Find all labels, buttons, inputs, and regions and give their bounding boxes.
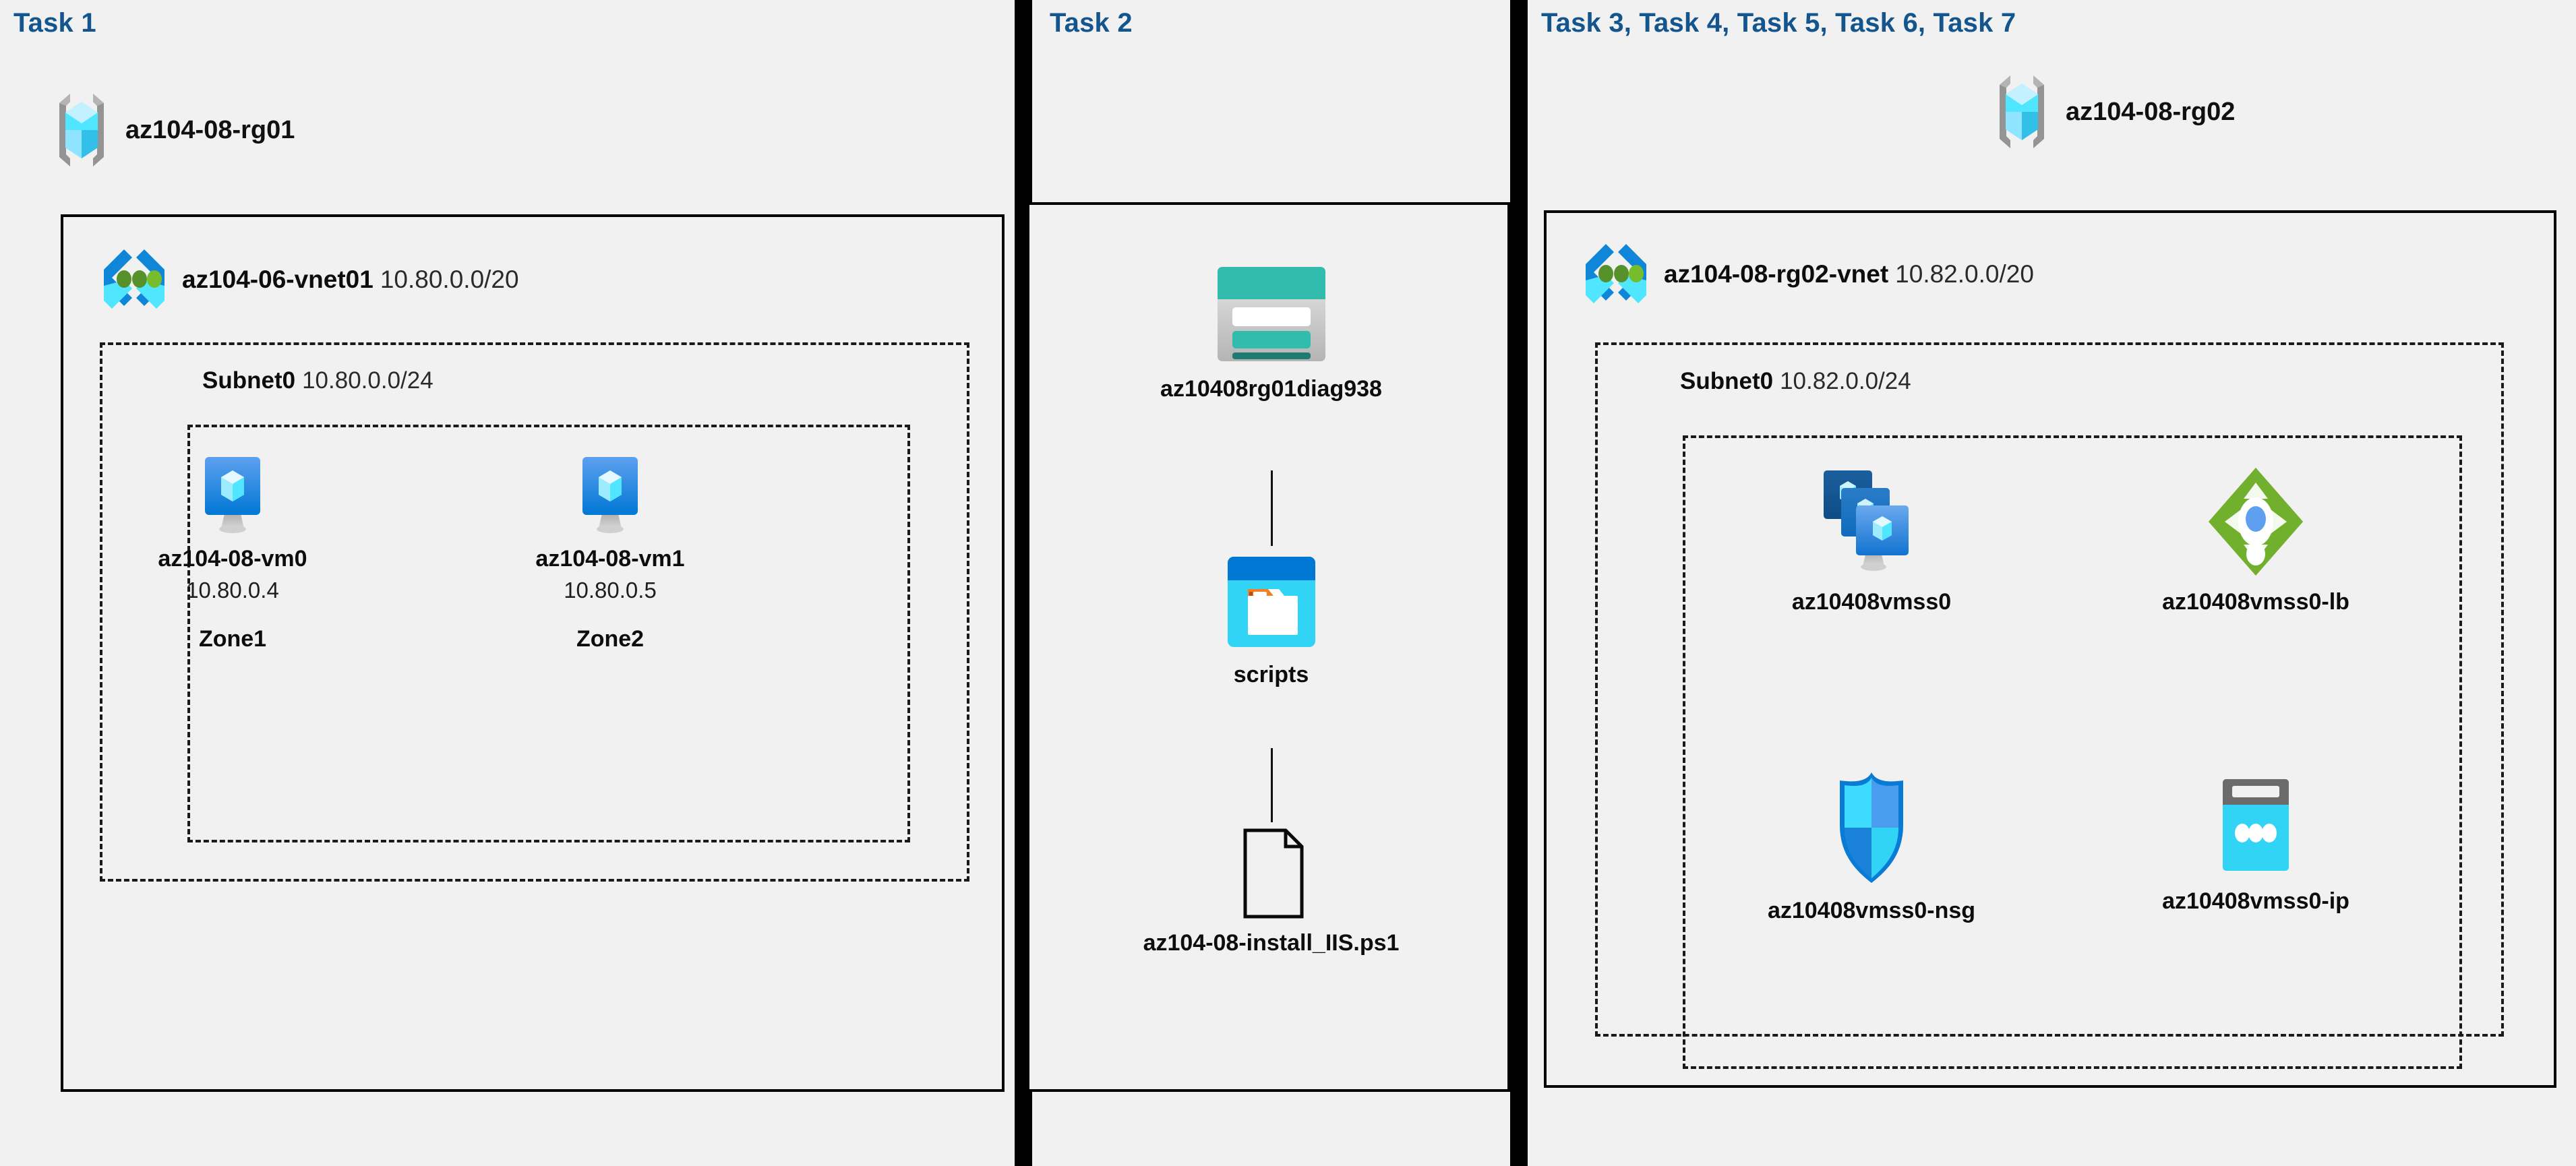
node-ip: 10.80.0.5 (564, 578, 657, 603)
node-title: az10408vmss0-lb (2162, 589, 2349, 615)
resource-group-label: az104-08-rg02 (2066, 97, 2236, 126)
vnet-box-az104-08-rg02-vnet (1544, 210, 2556, 1088)
panel-divider-2 (1510, 0, 1528, 1166)
script-file-icon (1234, 828, 1309, 919)
node-az10408vmss0-nsg[interactable]: az10408vmss0-nsg (1683, 768, 2060, 924)
subnet-cidr: 10.80.0.0/24 (302, 367, 433, 394)
load-balancer-icon (2202, 465, 2310, 578)
subnet-cidr: 10.82.0.0/24 (1780, 368, 1911, 394)
node-az10408vmss0-ip[interactable]: az10408vmss0-ip (2067, 775, 2445, 915)
network-security-group-icon (1829, 768, 1914, 887)
resource-group-az104-08-rg02[interactable]: az104-08-rg02 (1993, 73, 2235, 151)
availability-zone-group-box (187, 425, 910, 842)
node-title: az104-08-vm1 (535, 546, 685, 572)
node-az10408vmss0[interactable]: az10408vmss0 (1683, 465, 2060, 615)
node-az104-08-vm1[interactable]: az104-08-vm1 10.80.0.5 Zone2 (260, 453, 961, 652)
node-zone: Zone1 (198, 626, 267, 652)
task-heading-1: Task 1 (13, 8, 96, 38)
subnet-resources-box (1683, 435, 2462, 1069)
connector-scripts-to-script-file (1271, 748, 1273, 822)
vnet-name: az104-06-vnet01 (182, 266, 373, 293)
public-ip-address-icon (2213, 775, 2298, 878)
node-az104-08-vm0[interactable]: az104-08-vm0 10.80.0.4 Zone1 (84, 453, 381, 652)
node-zone: Zone2 (576, 626, 645, 652)
node-title: az10408rg01diag938 (1160, 376, 1382, 402)
node-az104-08-install-iis-ps1[interactable]: az104-08-install_IIS.ps1 (1032, 828, 1510, 956)
task-heading-3-7: Task 3, Task 4, Task 5, Task 6, Task 7 (1541, 8, 2016, 38)
subnet-box-subnet0 (100, 342, 969, 882)
node-ip: 10.80.0.4 (186, 578, 279, 603)
virtual-network-icon (101, 243, 167, 317)
panel-task3-7: Task 3, Task 4, Task 5, Task 6, Task 7 a… (1528, 0, 2576, 1166)
subnet-box-subnet0 (1595, 342, 2504, 1037)
panel-task2: Task 2 (1029, 0, 1510, 1166)
node-title: scripts (1233, 662, 1309, 687)
node-title: az10408vmss0-nsg (1767, 898, 1976, 923)
virtual-machine-icon (573, 453, 647, 535)
subnet-name: Subnet0 (202, 367, 296, 394)
panel-task1: Task 1 a (0, 0, 1015, 1166)
resource-group-az104-08-rg01[interactable]: az104-08-rg01 (53, 91, 295, 169)
subnet-name: Subnet0 (1680, 368, 1774, 394)
vnet-box-az104-06-vnet01 (61, 214, 1005, 1092)
vnet-header-az104-06-vnet01[interactable]: az104-06-vnet01 10.80.0.0/20 (101, 243, 519, 317)
node-az10408vmss0-lb[interactable]: az10408vmss0-lb (2067, 465, 2445, 615)
resource-group-label: az104-08-rg01 (125, 115, 295, 144)
node-scripts[interactable]: scripts (1032, 553, 1510, 688)
node-title: az10408vmss0 (1791, 589, 1952, 615)
connector-storage-to-scripts (1271, 470, 1273, 546)
resource-group-icon (1993, 73, 2051, 151)
node-az10408rg01diag938[interactable]: az10408rg01diag938 (1032, 263, 1510, 402)
vnet-cidr: 10.82.0.0/20 (1895, 260, 2034, 288)
task-heading-2: Task 2 (1050, 8, 1133, 38)
node-title: az10408vmss0-ip (2162, 888, 2349, 914)
resource-group-icon (53, 91, 111, 169)
node-title: az104-08-vm0 (158, 546, 307, 572)
vm-scale-set-icon (1814, 465, 1929, 578)
node-title: az104-08-install_IIS.ps1 (1143, 930, 1400, 956)
blob-container-icon (1222, 553, 1321, 651)
storage-account-icon (1212, 263, 1331, 365)
panel-divider-1 (1015, 0, 1032, 1166)
vnet-name: az104-08-rg02-vnet (1664, 260, 1889, 288)
virtual-network-icon (1583, 237, 1649, 311)
virtual-machine-icon (196, 453, 270, 535)
vnet-cidr: 10.80.0.0/20 (380, 266, 519, 293)
